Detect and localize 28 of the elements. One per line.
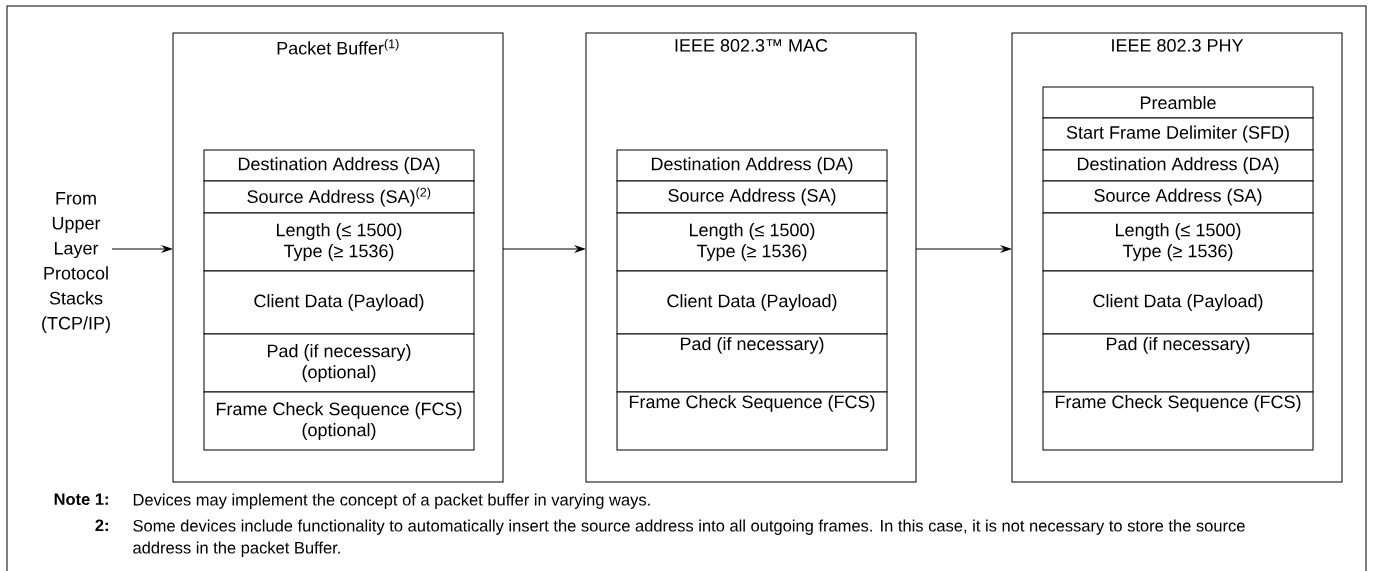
- field-cell: Pad (if necessary) (optional): [203, 333, 475, 393]
- field-cell: Source Address (SA)$^{(2)}$: [203, 180, 475, 214]
- field-cell: Client Data (Payload): [1042, 270, 1314, 335]
- field-cell: Source Address (SA): [616, 180, 888, 214]
- field-cell: Destination Address (DA): [1042, 149, 1314, 182]
- field-cell: Pad (if necessary): [1042, 333, 1314, 393]
- field-cell: Preamble: [1042, 86, 1314, 119]
- field-cell: Destination Address (DA): [616, 149, 888, 182]
- field-cell: Client Data (Payload): [203, 270, 475, 335]
- arrow: [111, 245, 172, 253]
- field-cell: Source Address (SA): [1042, 180, 1314, 214]
- text-block: From Upper Layer Protocol Stacks (TCP/IP): [40, 192, 112, 334]
- field-cell: Destination Address (DA): [203, 149, 475, 182]
- note-text: Devices may implement the concept of a packet buffer in varying ways.: [133, 493, 650, 509]
- field-cell: Client Data (Payload): [616, 270, 888, 335]
- arrow: [915, 245, 1011, 253]
- note-number: 2:: [95, 519, 108, 532]
- field-cell: Frame Check Sequence (FCS): [1042, 391, 1314, 451]
- note-label: Note 1:: [54, 493, 108, 505]
- note-text: Some devices include functionality to automatically insert the source address into all outgoing frames. In this case, it is not necessary to store the source address in the packet Buffer.: [133, 519, 1245, 557]
- field-cell: Length (≤ 1500) Type (≥ 1536): [1042, 212, 1314, 272]
- field-cell: Length (≤ 1500) Type (≥ 1536): [616, 212, 888, 272]
- field-cell: Frame Check Sequence (FCS) (optional): [203, 391, 475, 451]
- field-cell: Frame Check Sequence (FCS): [616, 391, 888, 451]
- field-cell: Pad (if necessary): [616, 333, 888, 393]
- field-cell: Length (≤ 1500) Type (≥ 1536): [203, 212, 475, 272]
- field-cell: Start Frame Delimiter (SFD): [1042, 117, 1314, 151]
- arrow: [502, 245, 585, 253]
